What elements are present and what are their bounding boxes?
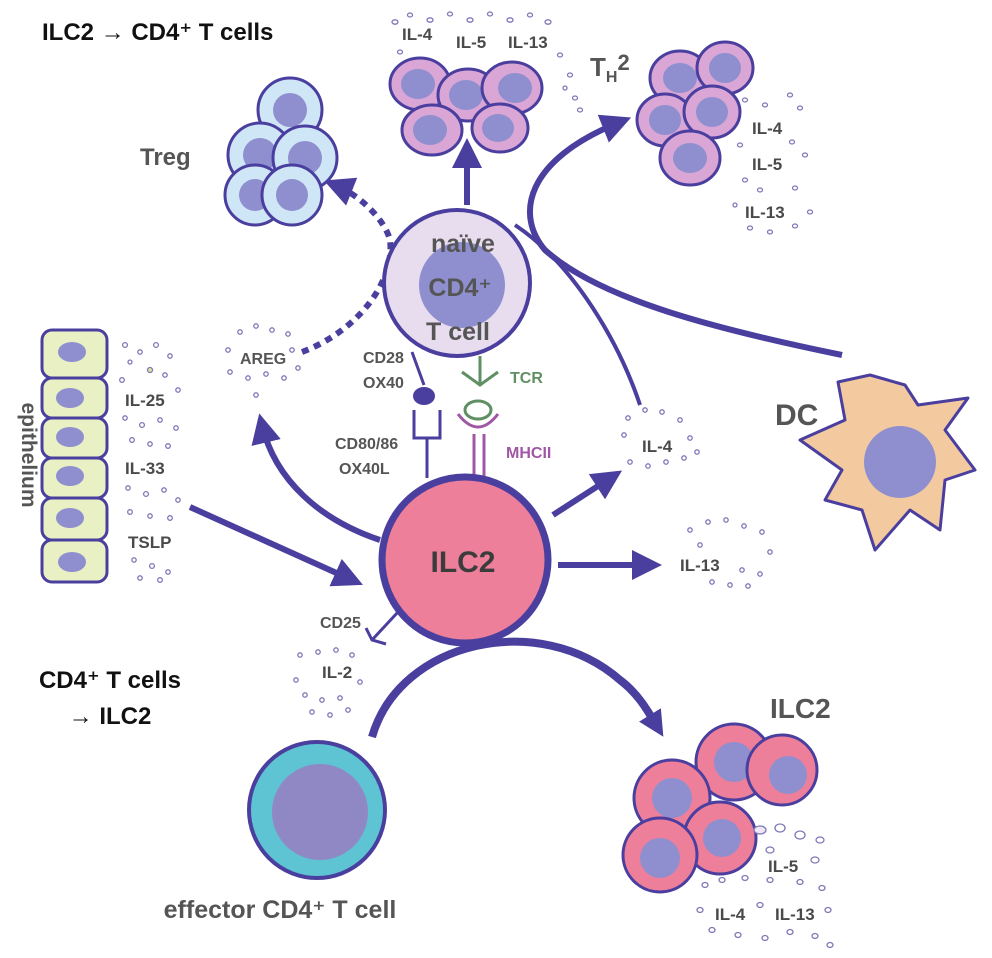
expanded-ilc2-cytokine-dots [696,823,834,949]
th2-label-subscript: H [606,69,618,86]
naive-label-line3: T cell [426,318,490,346]
expanded-ilc2-il4: IL-4 [715,905,746,924]
expanded-ilc2-il13: IL-13 [775,905,815,924]
dc-label: DC [775,399,818,432]
arrow-epithelium-to-ilc2 [188,504,363,587]
title-cd4-to-ilc2-line2: → ILC2 [69,703,152,730]
th2-top-il4: IL-4 [402,25,433,44]
cd80-86-ligand [412,410,442,478]
tcr-label: TCR [510,370,543,387]
th2-top-cell-cluster [388,56,544,157]
treg-label: Treg [140,144,191,171]
th2-right-il4: IL-4 [752,119,783,138]
arrow-ilc2-to-areg [251,413,381,543]
ox40-label: OX40 [363,375,404,392]
line-dc-to-naive [513,223,642,406]
tcr-receptor [461,356,499,387]
ilc2-central-cell [378,473,552,647]
areg-label: AREG [240,351,286,368]
naive-label-line1: naïve [431,230,495,258]
epithelial-cytokine-dots [119,341,181,583]
arrows [188,114,843,739]
th2-top-il13: IL-13 [508,33,548,52]
arrow-areg-to-treg [300,177,394,355]
cd28-label: CD28 [363,350,404,367]
title-cd4-to-ilc2-line1: CD4⁺ T cells [39,667,181,694]
th2-right-il5: IL-5 [752,155,782,174]
expanded-ilc2-cell-cluster [621,722,819,894]
epithelium-label: epithelium [17,402,40,507]
th2-right-cell-cluster [635,40,755,187]
mhcii-molecule [456,399,500,478]
arrow-effector-to-expanded-ilc2 [368,637,664,739]
cd28-receptor [410,351,435,405]
naive-label-line2: CD4⁺ [428,274,491,302]
il2-dots [293,647,363,718]
areg-dots [225,323,301,398]
cd25-label: CD25 [320,615,361,632]
naive-cd4-t-cell [382,208,532,358]
treg-cell-cluster [223,76,339,227]
arrow-ilc2-to-il4 [551,470,623,518]
expanded-ilc2-il5: IL-5 [768,857,798,876]
ilc2-central-label: ILC2 [430,546,495,579]
ilc2-il13-label: IL-13 [680,556,720,575]
expanded-ilc2-label: ILC2 [770,693,831,724]
il2-label: IL-2 [322,663,352,682]
ilc2-il4-label: IL-4 [642,437,673,456]
cytokine-il33: IL-33 [125,459,165,478]
dendritic-cell [798,373,977,552]
th2-top-il5: IL-5 [456,33,486,52]
th2-top-cytokine-dots [391,11,584,113]
ox40l-label: OX40L [339,461,390,478]
ilc2-il4-dots [621,407,700,469]
th2-right-il13: IL-13 [745,203,785,222]
ilc2-il13-dots [687,517,773,589]
cd80-86-label: CD80/86 [335,436,398,453]
th2-label-main: T [590,52,606,82]
cytokine-il25: IL-25 [125,391,165,410]
cytokine-tslp: TSLP [128,533,171,552]
th2-right-cytokine-dots [732,92,814,235]
effector-label: effector CD4⁺ T cell [164,896,397,924]
mhcii-label: MHCII [506,445,551,462]
th2-label-superscript: 2 [617,50,629,75]
cd25-receptor [364,610,400,646]
th2-label: TH2 [590,50,630,86]
title-ilc2-to-cd4: ILC2 → CD4⁺ T cells [42,19,273,46]
effector-cd4-t-cell [247,740,387,880]
epithelium: epithelium [17,328,109,584]
